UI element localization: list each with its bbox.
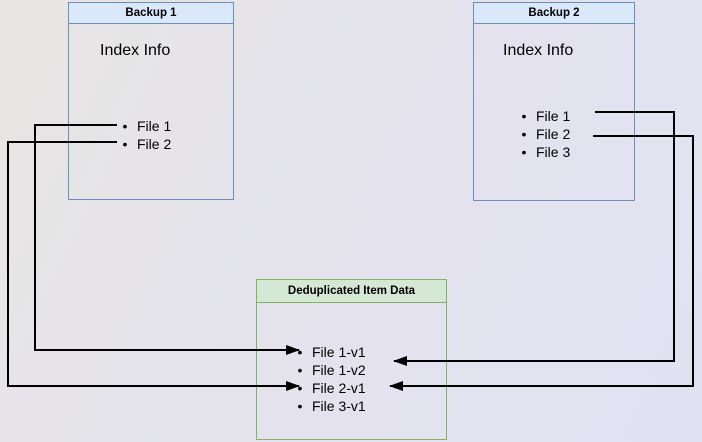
dedup-item-label: File 1-v2 <box>312 362 366 378</box>
bullet-icon <box>121 117 129 135</box>
dedup-title: Deduplicated Item Data <box>257 280 446 303</box>
bullet-icon <box>520 125 528 143</box>
bullet-icon <box>296 361 304 379</box>
backup2-index-info-label: Index Info <box>503 42 574 59</box>
file-label: File 1 <box>536 108 571 124</box>
dedup-item-label: File 3-v1 <box>312 398 366 414</box>
backup2-title: Backup 2 <box>474 3 634 24</box>
backup1-box: Backup 1 Index Info File 1 File 2 <box>68 2 234 200</box>
list-item: File 1-v2 <box>296 361 366 379</box>
list-item: File 1 <box>121 117 171 135</box>
backup2-file-list: File 1 File 2 File 3 <box>520 107 570 161</box>
bullet-icon <box>520 107 528 125</box>
dedup-item-label: File 1-v1 <box>312 344 366 360</box>
bullet-icon <box>121 135 129 153</box>
list-item: File 1 <box>520 107 570 125</box>
list-item: File 3 <box>520 143 570 161</box>
file-label: File 3 <box>536 144 571 160</box>
file-label: File 1 <box>137 118 172 134</box>
dedup-item-list: File 1-v1 File 1-v2 File 2-v1 File 3-v1 <box>296 343 366 415</box>
dedup-box: Deduplicated Item Data File 1-v1 File 1-… <box>256 279 447 440</box>
bullet-icon <box>520 143 528 161</box>
dedup-item-label: File 2-v1 <box>312 380 366 396</box>
file-label: File 2 <box>137 136 172 152</box>
bullet-icon <box>296 397 304 415</box>
bullet-icon <box>296 379 304 397</box>
list-item: File 2-v1 <box>296 379 366 397</box>
backup1-index-info-label: Index Info <box>100 42 171 59</box>
list-item: File 2 <box>121 135 171 153</box>
backup1-file-list: File 1 File 2 <box>121 117 171 153</box>
bullet-icon <box>296 343 304 361</box>
list-item: File 2 <box>520 125 570 143</box>
list-item: File 1-v1 <box>296 343 366 361</box>
backup1-title: Backup 1 <box>69 3 233 24</box>
backup2-box: Backup 2 Index Info File 1 File 2 File 3 <box>473 2 635 201</box>
file-label: File 2 <box>536 126 571 142</box>
list-item: File 3-v1 <box>296 397 366 415</box>
